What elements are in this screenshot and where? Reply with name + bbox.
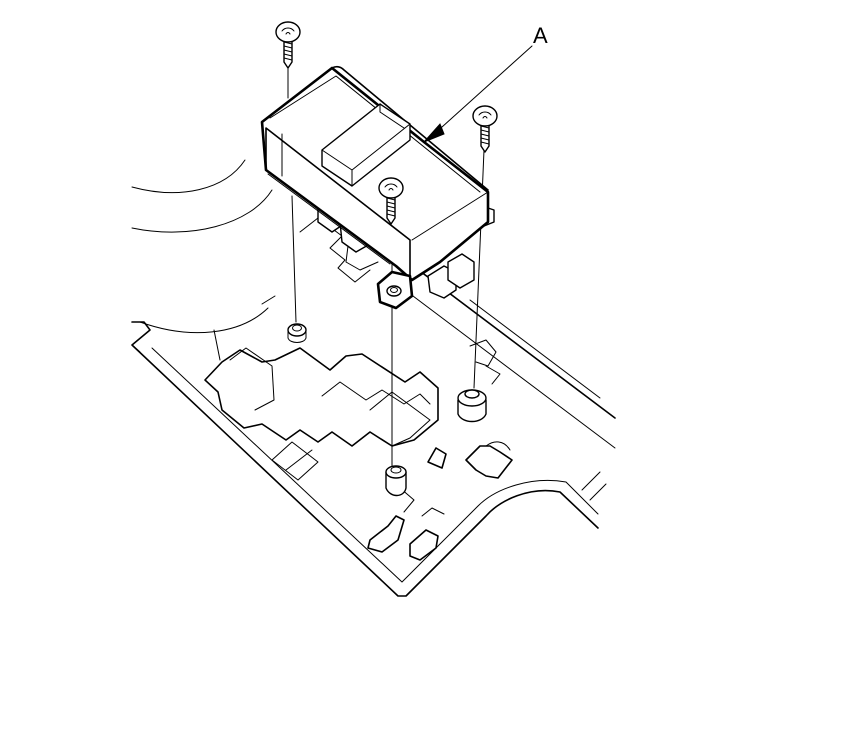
screw-top-left bbox=[275, 21, 301, 99]
callout-a: A bbox=[423, 23, 548, 143]
callout-a-arrowhead bbox=[423, 123, 445, 143]
callout-a-label: A bbox=[533, 23, 548, 48]
screw-top-right bbox=[472, 105, 498, 153]
background-arcs bbox=[131, 159, 273, 334]
screw-center bbox=[378, 177, 404, 225]
mounting-bosses bbox=[287, 323, 487, 497]
switch-unit bbox=[260, 65, 495, 310]
boss-left bbox=[287, 323, 307, 343]
boss-center bbox=[385, 465, 407, 497]
console-panel bbox=[131, 217, 616, 597]
boss-right bbox=[457, 389, 487, 423]
